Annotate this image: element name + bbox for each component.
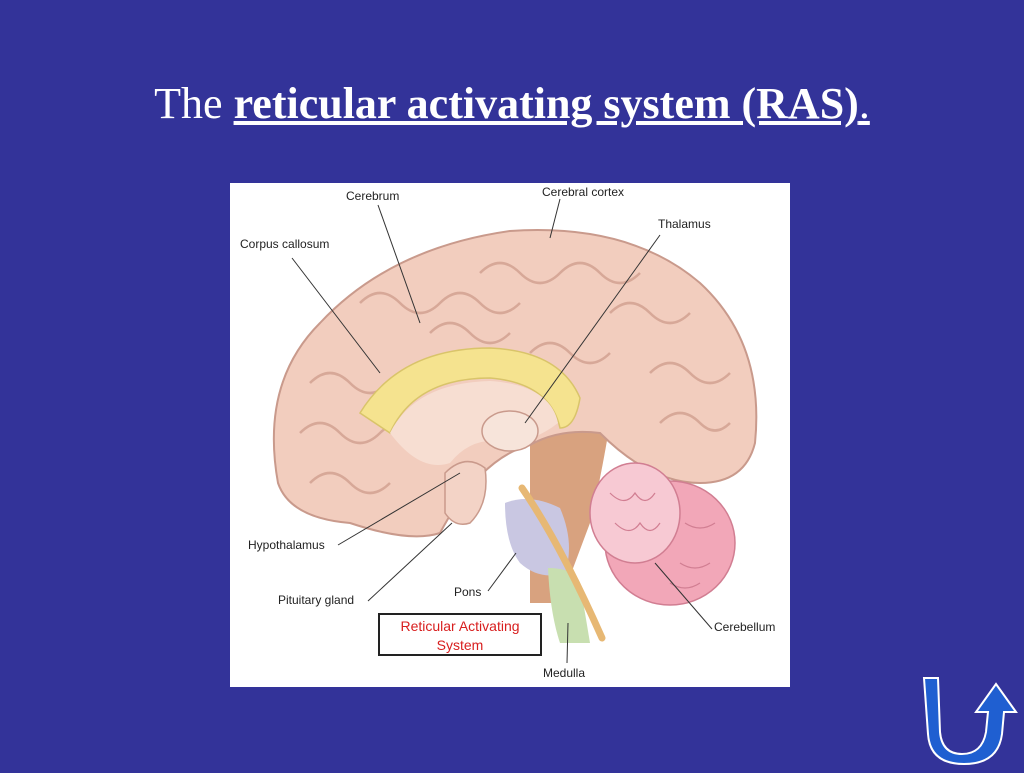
ras-label-line1: Reticular Activating	[400, 618, 520, 634]
brain-diagram: Cerebrum Cerebral cortex Thalamus Corpus…	[230, 183, 790, 687]
ras-label-box: Reticular Activating System	[378, 613, 542, 656]
thalamus-shape	[481, 410, 539, 452]
ras-label-line2: System	[436, 637, 484, 653]
pons-shape	[505, 499, 569, 576]
gyri-folds	[299, 261, 731, 495]
label-cerebellum: Cerebellum	[714, 620, 776, 634]
return-button[interactable]	[918, 672, 1024, 768]
title-suffix: .	[858, 79, 870, 128]
brain-illustration	[272, 198, 758, 664]
cerebellum-shape	[589, 462, 736, 606]
return-arrow-icon	[922, 677, 1018, 766]
label-cerebral-cortex: Cerebral cortex	[542, 185, 625, 199]
label-pituitary-gland: Pituitary gland	[278, 593, 355, 607]
leader-lines	[291, 198, 713, 664]
label-pons: Pons	[454, 585, 482, 599]
corpus-callosum-shape	[358, 347, 581, 435]
hypothalamus-shape	[444, 460, 487, 525]
label-thalamus: Thalamus	[658, 217, 711, 231]
ras-fiber	[518, 484, 606, 642]
label-hypothalamus: Hypothalamus	[248, 538, 325, 552]
label-cerebrum: Cerebrum	[346, 189, 400, 203]
label-corpus-callosum: Corpus callosum	[240, 237, 330, 251]
label-medulla: Medulla	[543, 666, 586, 680]
slide-title: The reticular activating system (RAS).	[0, 78, 1024, 129]
title-emphasis: reticular activating system (RAS)	[233, 79, 859, 128]
title-prefix: The	[154, 79, 234, 128]
